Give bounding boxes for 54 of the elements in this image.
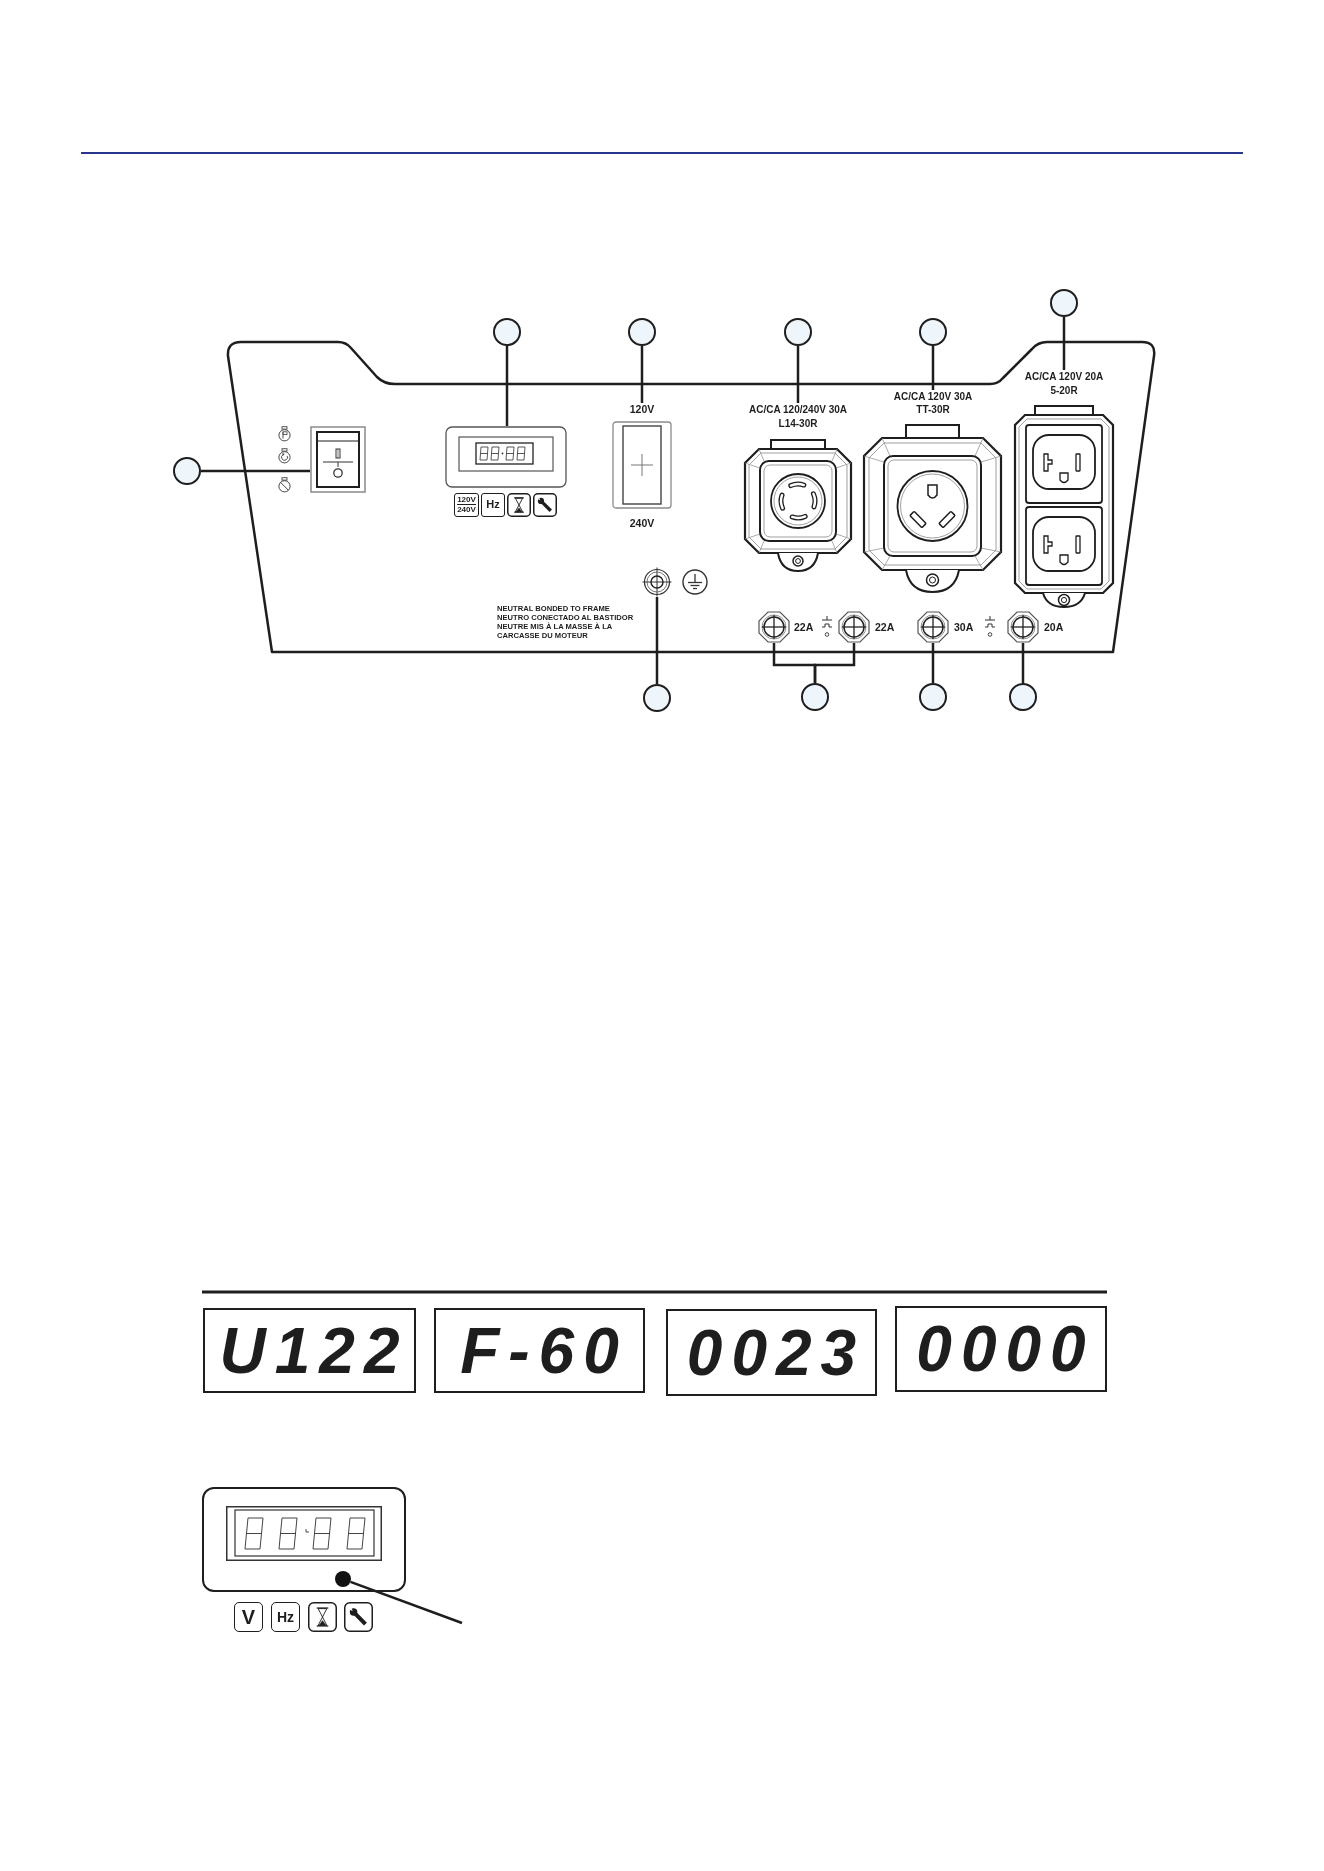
voltage-label: 120V — [628, 403, 656, 416]
leader-line — [201, 469, 310, 473]
leader-line — [640, 346, 644, 403]
rocker-switch — [310, 426, 366, 493]
hourglass-icon — [507, 493, 531, 517]
digital-readout: U122 — [203, 1308, 416, 1393]
frequency-mode-indicator: Hz — [481, 493, 505, 517]
callout-circle — [1050, 289, 1078, 317]
callout-circle — [173, 457, 201, 485]
callout-circle — [801, 683, 829, 711]
digital-readout: 0023 — [666, 1309, 877, 1396]
amp-rating-label: 22A — [794, 620, 814, 634]
circuit-breaker — [838, 611, 870, 643]
display-unit — [202, 1487, 406, 1592]
ground-terminal — [642, 567, 672, 597]
outlet-rating-label: AC/CA 120V 20A — [1023, 370, 1105, 383]
voltage-mode-indicator: 120V 240V — [454, 493, 479, 517]
callout-circle — [493, 318, 521, 346]
amp-rating-label: 20A — [1044, 620, 1064, 634]
voltage-mode-indicator: V — [234, 1602, 263, 1632]
amp-rating-label: 22A — [875, 620, 895, 634]
wrench-icon — [344, 1602, 373, 1632]
outlet-rating-label: AC/CA 120/240V 30A — [748, 403, 848, 416]
hourglass-icon — [308, 1602, 337, 1632]
leader-line — [350, 1580, 463, 1625]
callout-circle — [643, 684, 671, 712]
digital-readout: 0000 — [895, 1306, 1107, 1392]
digital-readout: F-60 — [434, 1308, 645, 1393]
outlet-rating-label: AC/CA 120V 30A — [892, 390, 974, 403]
callout-circle — [628, 318, 656, 346]
leader-line — [1021, 643, 1025, 683]
leader-line — [931, 643, 935, 683]
status-led — [335, 1571, 351, 1587]
frequency-mode-indicator: Hz — [271, 1602, 300, 1632]
digital-display — [445, 426, 567, 488]
callout-circle — [1009, 683, 1037, 711]
leader-line — [1062, 317, 1066, 370]
outlet-type-label: TT-30R — [915, 403, 951, 416]
callout-circle — [919, 318, 947, 346]
leader-line — [931, 346, 935, 390]
leader-line — [655, 597, 659, 684]
outlet-type-label: 5-20R — [1049, 384, 1079, 397]
callout-circle — [919, 683, 947, 711]
leader-line — [505, 346, 509, 426]
circuit-breaker — [917, 611, 949, 643]
leader-line — [796, 346, 800, 403]
leader-line — [813, 643, 856, 683]
wrench-icon — [533, 493, 557, 517]
outlet-type-label: L14-30R — [777, 417, 819, 430]
circuit-breaker — [1007, 611, 1039, 643]
callout-circle — [784, 318, 812, 346]
amp-rating-label: 30A — [954, 620, 974, 634]
voltage-label: 240V — [628, 517, 656, 530]
circuit-breaker — [758, 611, 790, 643]
